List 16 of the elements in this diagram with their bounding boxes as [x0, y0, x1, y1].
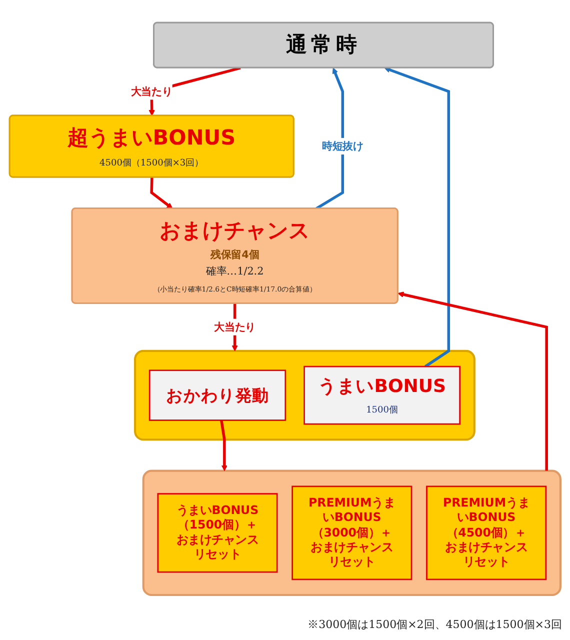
node-box: うまいBONUS（1500個）＋おまけチャンスリセット	[157, 492, 278, 572]
cluster	[142, 469, 562, 596]
node-box: うまいBONUS 1500個	[304, 366, 461, 424]
arrow	[316, 67, 344, 210]
arrow	[150, 177, 173, 209]
edge-label: 大当たり	[130, 84, 172, 98]
edge-label: 大当たり	[214, 320, 256, 333]
arrow	[384, 66, 450, 368]
node-box: PREMIUMうまいBONUS（3000個）＋おまけチャンスリセット	[292, 485, 412, 580]
cluster	[134, 350, 476, 440]
arrow	[220, 420, 228, 471]
node-box: おかわり発動	[148, 369, 286, 421]
node-box: PREMIUMうまいBONUS（4500個）＋おまけチャンスリセット	[426, 485, 547, 580]
note-text: ※3000個は1500個×2回、4500個は1500個×3回	[308, 617, 562, 632]
arrow	[398, 291, 548, 471]
edge-label: 時短抜け	[322, 140, 364, 152]
